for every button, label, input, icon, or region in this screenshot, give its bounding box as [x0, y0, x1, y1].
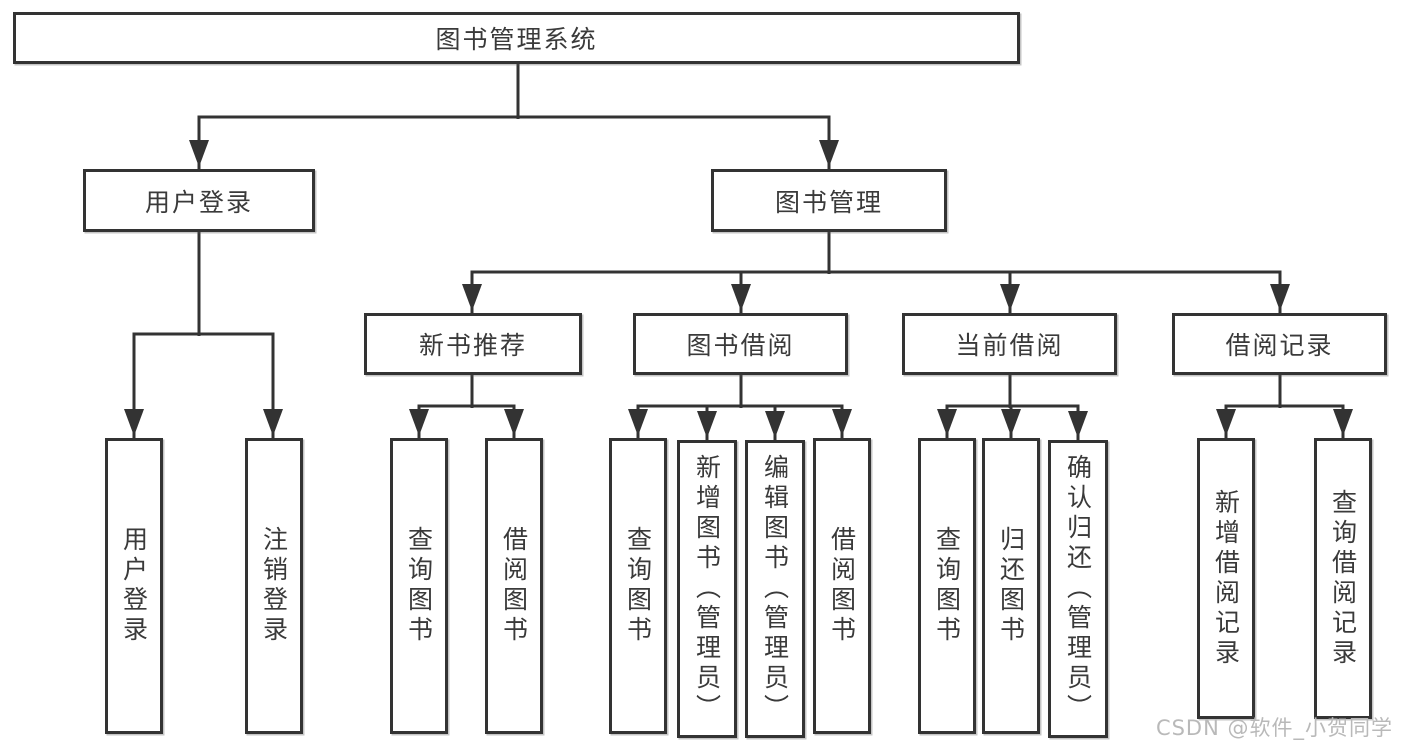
node-label: 图书管理系统	[435, 25, 598, 54]
leaf-borrow-books-1: 借阅图书	[485, 438, 543, 734]
leaf-user-login: 用户登录	[105, 438, 163, 734]
leaf-edit-books-admin: 编辑图书（管理员）	[745, 440, 805, 738]
node-user-login: 用户登录	[83, 169, 315, 232]
node-label: 新增图书（管理员）	[692, 454, 722, 724]
node-label: 当前借阅	[955, 331, 1064, 360]
node-label: 新增借阅记录	[1211, 488, 1241, 669]
arrowhead-icon	[263, 409, 283, 436]
leaf-query-books-1: 查询图书	[390, 438, 448, 734]
leaf-query-books-2: 查询图书	[609, 438, 667, 734]
node-label: 图书借阅	[686, 331, 795, 360]
leaf-return-books: 归还图书	[982, 438, 1040, 734]
node-label: 借阅图书	[827, 526, 857, 646]
node-label: 编辑图书（管理员）	[760, 454, 790, 724]
node-label: 用户登录	[144, 187, 253, 217]
leaf-borrow-books-2: 借阅图书	[813, 438, 871, 734]
arrowhead-icon	[937, 409, 957, 436]
arrowhead-icon	[1068, 411, 1088, 438]
arrowhead-icon	[1001, 409, 1021, 436]
node-label: 归还图书	[996, 526, 1026, 646]
node-current-borrowing: 当前借阅	[902, 313, 1117, 375]
leaf-query-borrow-record: 查询借阅记录	[1314, 438, 1372, 719]
node-borrowing-records: 借阅记录	[1172, 313, 1387, 375]
leaf-add-books-admin: 新增图书（管理员）	[677, 440, 737, 738]
arrowhead-icon	[1000, 284, 1020, 311]
arrowhead-icon	[628, 409, 648, 436]
arrowhead-icon	[1333, 409, 1353, 436]
node-label: 查询图书	[623, 526, 653, 646]
arrowhead-icon	[462, 284, 482, 311]
leaf-logout: 注销登录	[245, 438, 303, 734]
arrowhead-icon	[832, 409, 852, 436]
node-label: 图书管理	[774, 187, 883, 217]
node-label: 新书推荐	[418, 331, 527, 360]
node-book-borrowing: 图书借阅	[633, 313, 848, 375]
arrowhead-icon	[409, 409, 429, 436]
arrowhead-icon	[189, 140, 209, 167]
node-library-management-system: 图书管理系统	[13, 12, 1020, 64]
node-label: 借阅记录	[1225, 331, 1334, 360]
node-label: 注销登录	[259, 526, 289, 646]
node-label: 用户登录	[119, 526, 149, 646]
node-label: 借阅图书	[499, 526, 529, 646]
node-book-management: 图书管理	[711, 169, 947, 232]
arrowhead-icon	[124, 409, 144, 436]
leaf-confirm-return-admin: 确认归还（管理员）	[1048, 440, 1108, 738]
leaf-query-books-3: 查询图书	[918, 438, 976, 734]
arrowhead-icon	[765, 411, 785, 438]
watermark: CSDN @软件_小贺同学	[1155, 716, 1393, 740]
arrowhead-icon	[697, 411, 717, 438]
node-label: 确认归还（管理员）	[1063, 454, 1093, 724]
arrowhead-icon	[504, 409, 524, 436]
node-new-book-recommend: 新书推荐	[364, 313, 582, 375]
node-label: 查询图书	[932, 526, 962, 646]
arrowhead-icon	[1216, 409, 1236, 436]
node-label: 查询图书	[404, 526, 434, 646]
leaf-add-borrow-record: 新增借阅记录	[1197, 438, 1255, 719]
arrowhead-icon	[819, 140, 839, 167]
node-label: 查询借阅记录	[1328, 488, 1358, 669]
arrowhead-icon	[1270, 284, 1290, 311]
arrowhead-icon	[731, 284, 751, 311]
